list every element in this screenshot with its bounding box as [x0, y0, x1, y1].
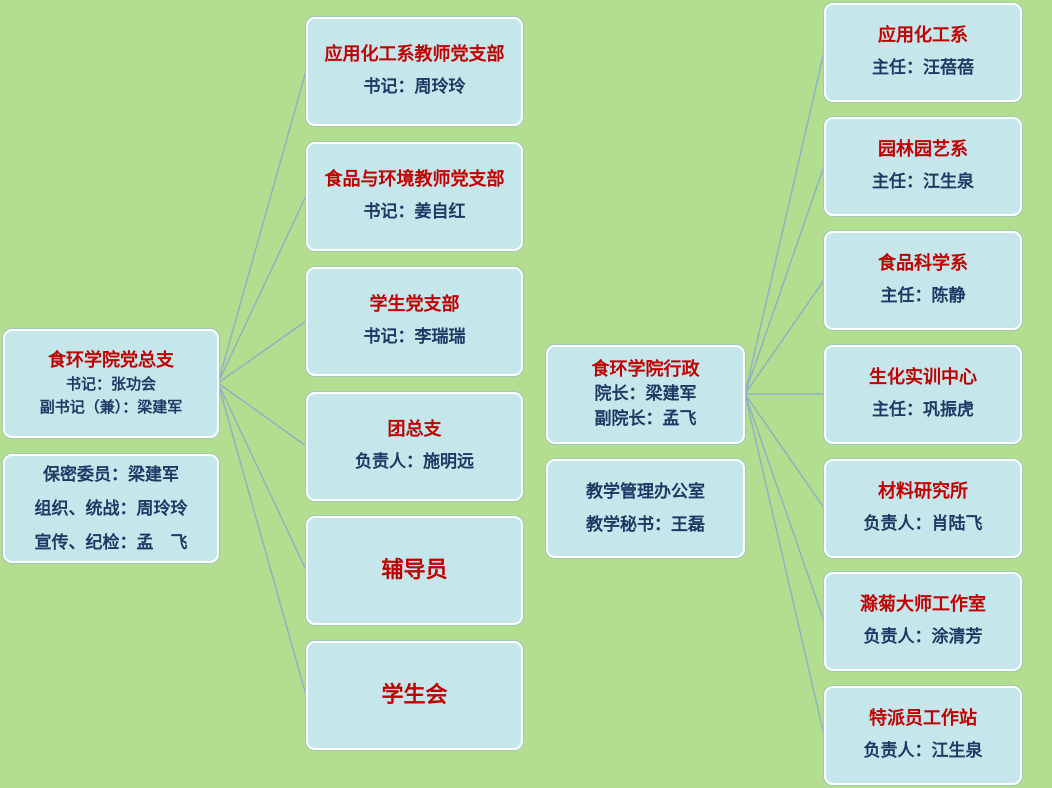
- committee-publicity: 宣传、纪检：孟 飞: [34, 532, 188, 553]
- student-union-title: 学生会: [381, 682, 448, 708]
- dept-title: 滁菊大师工作室: [860, 594, 986, 615]
- dept-title: 材料研究所: [878, 481, 968, 502]
- dept-biochem-training-center: 生化实训中心 主任：巩振虎: [824, 345, 1022, 444]
- branch-leader: 负责人：施明远: [355, 452, 474, 472]
- counselors: 辅导员: [306, 516, 523, 625]
- admin-title: 食环学院行政: [591, 358, 700, 380]
- dept-head: 负责人：江生泉: [863, 741, 983, 761]
- counselors-title: 辅导员: [381, 557, 448, 583]
- dept-head: 负责人：肖陆飞: [863, 514, 983, 534]
- branch-secretary: 书记：姜自红: [363, 202, 466, 222]
- dept-materials-institute: 材料研究所 负责人：肖陆飞: [824, 459, 1022, 558]
- admin-dean: 院长：梁建军: [594, 383, 697, 404]
- dept-title: 食品科学系: [878, 253, 968, 274]
- committee-secrecy: 保密委员：梁建军: [43, 464, 179, 485]
- youth-league-branch: 团总支 负责人：施明远: [306, 392, 523, 501]
- office-title: 教学管理办公室: [586, 481, 705, 502]
- branch-applied-chem-teachers: 应用化工系教师党支部 书记：周玲玲: [306, 17, 523, 126]
- party-general-branch: 食环学院党总支 书记：张功会 副书记（兼）：梁建军: [3, 329, 219, 438]
- party-general-title: 食环学院党总支: [48, 349, 174, 371]
- branch-secretary: 书记：周玲玲: [363, 77, 466, 97]
- dept-commissioner-station: 特派员工作站 负责人：江生泉: [824, 686, 1022, 785]
- branch-food-env-teachers: 食品与环境教师党支部 书记：姜自红: [306, 142, 523, 251]
- branch-title: 应用化工系教师党支部: [324, 44, 505, 65]
- dept-head: 主任：巩振虎: [872, 400, 974, 420]
- dept-food-science: 食品科学系 主任：陈静: [824, 231, 1022, 330]
- dept-landscape-horticulture: 园林园艺系 主任：江生泉: [824, 117, 1022, 216]
- dept-head: 主任：陈静: [880, 286, 966, 306]
- party-general-deputy: 副书记（兼）：梁建军: [39, 397, 183, 416]
- branch-title: 食品与环境教师党支部: [324, 169, 505, 190]
- student-union: 学生会: [306, 641, 523, 750]
- branch-secretary: 书记：李瑞瑞: [363, 327, 466, 347]
- party-general-secretary: 书记：张功会: [65, 374, 156, 393]
- dept-title: 特派员工作站: [869, 708, 977, 729]
- committee-members: 保密委员：梁建军 组织、统战：周玲玲 宣传、纪检：孟 飞: [3, 454, 219, 563]
- dept-head: 负责人：涂清芳: [863, 627, 983, 647]
- branch-title: 团总支: [387, 419, 442, 440]
- committee-organization: 组织、统战：周玲玲: [34, 498, 188, 519]
- dept-chuju-master-studio: 滁菊大师工作室 负责人：涂清芳: [824, 572, 1022, 671]
- dept-applied-chemistry: 应用化工系 主任：汪蓓蓓: [824, 3, 1022, 102]
- admin-vice-dean: 副院长：孟飞: [594, 408, 697, 429]
- branch-title: 学生党支部: [369, 294, 460, 315]
- teaching-office: 教学管理办公室 教学秘书：王磊: [546, 459, 745, 558]
- branch-students: 学生党支部 书记：李瑞瑞: [306, 267, 523, 376]
- office-secretary: 教学秘书：王磊: [586, 514, 705, 535]
- dept-title: 应用化工系: [878, 25, 968, 46]
- dept-title: 生化实训中心: [869, 367, 977, 388]
- dept-head: 主任：汪蓓蓓: [872, 58, 974, 78]
- dept-head: 主任：江生泉: [872, 172, 974, 192]
- dept-title: 园林园艺系: [878, 139, 968, 160]
- college-administration: 食环学院行政 院长：梁建军 副院长：孟飞: [546, 345, 745, 444]
